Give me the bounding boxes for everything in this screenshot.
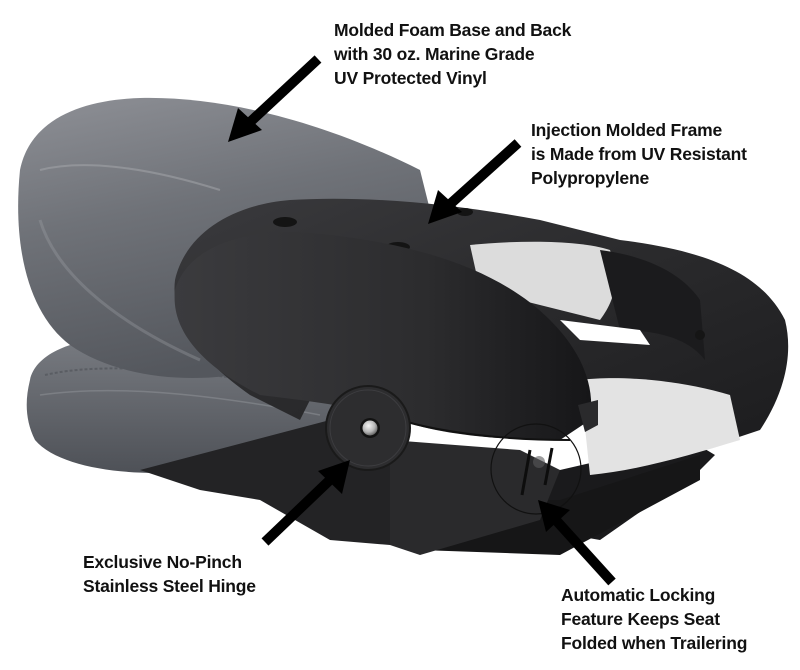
arrow-to-foam (228, 55, 322, 142)
arrow-to-frame (428, 139, 522, 224)
arrows (228, 55, 616, 586)
callout-injection-frame: Injection Molded Frame is Made from UV R… (531, 118, 747, 190)
callout-auto-lock: Automatic Locking Feature Keeps Seat Fol… (561, 583, 747, 655)
callout-line: Automatic Locking (561, 585, 716, 605)
callout-foam-base: Molded Foam Base and Back with 30 oz. Ma… (334, 18, 571, 90)
callout-line: Molded Foam Base and Back (334, 20, 572, 40)
callout-line: Injection Molded Frame (531, 120, 723, 140)
callout-line: Folded when Trailering (561, 633, 748, 653)
arrow-to-hinge (261, 460, 350, 546)
frame-shell (174, 232, 598, 441)
callout-line: UV Protected Vinyl (334, 68, 487, 88)
callout-line: with 30 oz. Marine Grade (334, 44, 535, 64)
callout-line: Feature Keeps Seat (561, 609, 720, 629)
stainless-steel-hinge (325, 385, 411, 471)
callout-line: Stainless Steel Hinge (83, 576, 256, 596)
callout-line: Polypropylene (531, 168, 649, 188)
callout-line: is Made from UV Resistant (531, 144, 747, 164)
locking-feature-highlight (490, 423, 582, 515)
arrow-to-lock (538, 500, 616, 586)
callout-line: Exclusive No-Pinch (83, 552, 242, 572)
callout-hinge: Exclusive No-Pinch Stainless Steel Hinge (83, 550, 256, 598)
